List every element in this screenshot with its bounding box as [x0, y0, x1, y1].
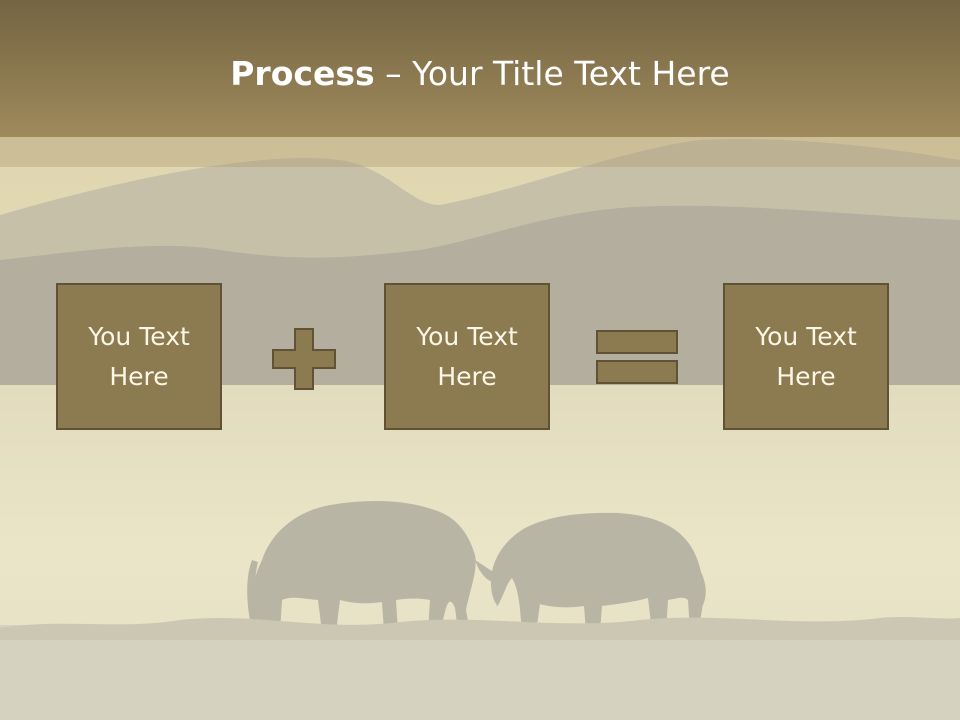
- slide-title[interactable]: Process – Your Title Text Here: [0, 52, 960, 96]
- process-box-2-text: You Text Here: [416, 321, 518, 391]
- elephants-silhouette: [247, 500, 706, 632]
- shore-grass: [0, 625, 960, 720]
- process-box-1-text: You Text Here: [88, 321, 190, 391]
- title-dash: –: [374, 54, 413, 93]
- process-box-1[interactable]: You Text Here: [56, 283, 222, 430]
- process-box-3-text: You Text Here: [755, 321, 857, 391]
- plus-icon: [272, 328, 336, 390]
- title-banner: [0, 0, 960, 137]
- equals-icon: [596, 330, 678, 384]
- title-banner-shadow: [0, 137, 960, 167]
- process-box-3[interactable]: You Text Here: [723, 283, 889, 430]
- process-box-2[interactable]: You Text Here: [384, 283, 550, 430]
- title-strong: Process: [230, 54, 375, 93]
- title-rest: Your Title Text Here: [412, 54, 730, 93]
